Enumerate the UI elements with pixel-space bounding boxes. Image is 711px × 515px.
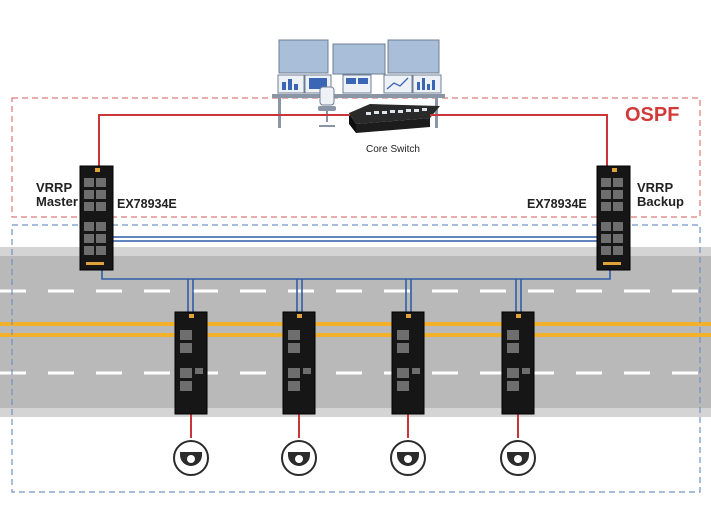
- dome-camera-icon: [500, 440, 536, 476]
- dome-camera-icon: [390, 440, 426, 476]
- core-switch-icon: [349, 104, 440, 133]
- master-role-label: VRRP Master: [36, 181, 78, 209]
- highway-background: [0, 247, 711, 417]
- dome-camera-icon: [173, 440, 209, 476]
- edge-switch-1: [174, 311, 208, 415]
- lan-zone-border: [11, 224, 701, 493]
- ospf-zone-label: OSPF: [625, 104, 680, 126]
- backup-model-label: EX78934E: [527, 197, 587, 211]
- core-switch-label: Core Switch: [366, 144, 420, 155]
- master-router-device: [79, 165, 114, 271]
- edge-switch-3: [391, 311, 425, 415]
- dome-camera-icon: [281, 440, 317, 476]
- operator-desk-icon: [272, 39, 445, 128]
- backup-role-line1: VRRP: [637, 180, 674, 195]
- master-model-label: EX78934E: [117, 197, 177, 211]
- backup-role-label: VRRP Backup: [637, 181, 684, 209]
- camera-links: [190, 414, 519, 438]
- vrrp-ring-links: [112, 236, 598, 242]
- edge-switch-4: [501, 311, 535, 415]
- master-role-line2: Master: [36, 194, 78, 209]
- ospf-links: [98, 114, 608, 170]
- master-role-line1: VRRP: [36, 180, 73, 195]
- edge-switch-2: [282, 311, 316, 415]
- edge-links: [101, 270, 611, 312]
- backup-router-device: [596, 165, 631, 271]
- backup-role-line2: Backup: [637, 194, 684, 209]
